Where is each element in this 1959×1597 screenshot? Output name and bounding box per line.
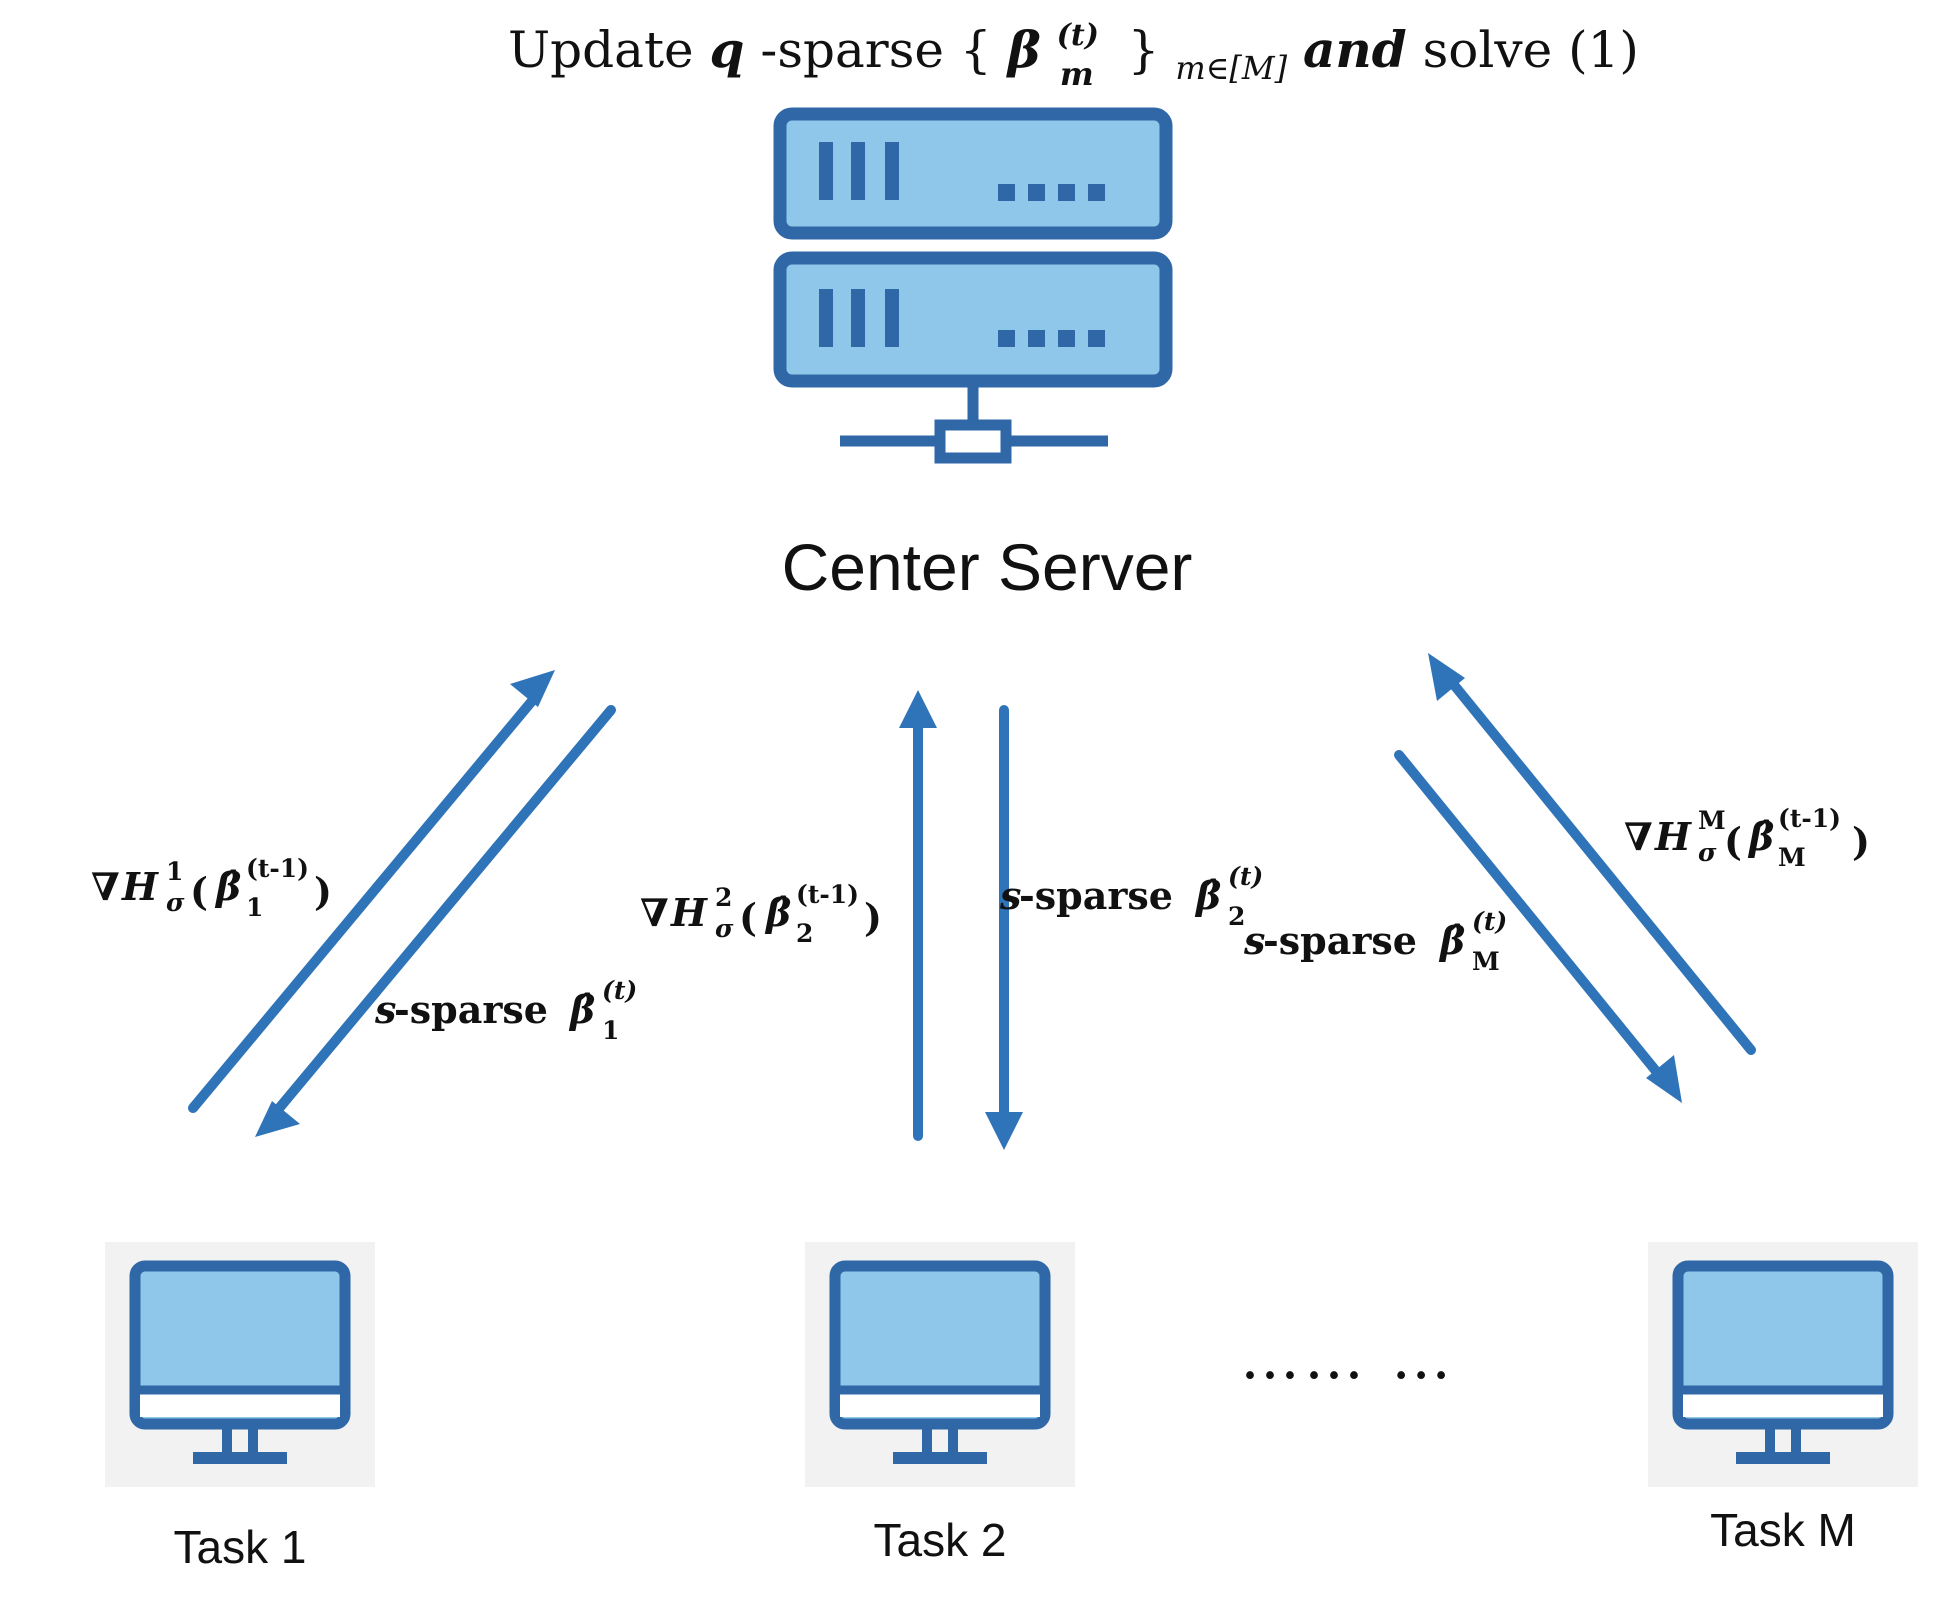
- grad2-close: ): [864, 895, 882, 940]
- grad2-sup: 2: [715, 883, 732, 912]
- gradM-beta: β̂: [1747, 814, 1774, 859]
- gradM-label: ∇ H M σ ( β̂ (t-1) M ): [1624, 804, 1870, 872]
- title-middle: -sparse {: [760, 21, 991, 79]
- gradM-nabla: ∇: [1624, 814, 1653, 859]
- title-and: and: [1303, 20, 1407, 79]
- grad1-close: ): [314, 869, 332, 914]
- task2-arrows: [899, 690, 1023, 1150]
- ellipsis-label: …… …: [1240, 1323, 1455, 1393]
- grad2-h: H: [670, 890, 708, 935]
- sparseM-s: s: [1243, 918, 1265, 963]
- grad1-sub: σ: [166, 888, 185, 917]
- taskM-arrows: [1394, 653, 1756, 1103]
- sparse2-sub: 2: [1228, 902, 1245, 931]
- gradM-h: H: [1654, 814, 1692, 859]
- server-icon: [773, 107, 1173, 464]
- grad1-nabla: ∇: [91, 864, 120, 909]
- grad2-beta-sup: (t-1): [796, 880, 859, 909]
- task-m-label: Task M: [1710, 1504, 1856, 1556]
- sparse1-sub: 1: [602, 1016, 619, 1045]
- grad2-beta: β̂: [764, 890, 791, 935]
- title-beta: β: [1006, 20, 1041, 79]
- task2-monitor-icon: [805, 1242, 1075, 1487]
- sparse2-s: s: [999, 873, 1021, 918]
- grad1-label: ∇ H 1 σ ( β̂ (t-1) 1 ): [91, 854, 332, 922]
- grad2-nabla: ∇: [640, 890, 669, 935]
- gradM-sub: σ: [1698, 838, 1717, 867]
- center-server-label: Center Server: [782, 530, 1193, 604]
- sparse1-label: s -sparse β̂ (t) 1: [374, 976, 637, 1045]
- gradM-beta-sub: M: [1778, 843, 1806, 872]
- grad1-beta-sub: 1: [246, 893, 263, 922]
- title-suffix: solve (1): [1423, 21, 1639, 79]
- sparse2-text: -sparse: [1019, 873, 1173, 918]
- gradM-beta-sup: (t-1): [1778, 804, 1841, 833]
- sparse1-s: s: [374, 987, 396, 1032]
- sparseM-sub: M: [1472, 947, 1500, 976]
- taskM-monitor-icon: [1648, 1242, 1918, 1487]
- title-set-sub: m∈[M]: [1175, 49, 1287, 87]
- grad1-beta: β̂: [214, 864, 241, 909]
- sparseM-text: -sparse: [1263, 918, 1417, 963]
- grad1-sup: 1: [166, 857, 183, 886]
- grad2-beta-sub: 2: [796, 919, 813, 948]
- sparseM-sup: (t): [1472, 907, 1507, 936]
- grad2-label: ∇ H 2 σ ( β̂ (t-1) 2 ): [640, 880, 882, 948]
- gradM-sup: M: [1698, 806, 1726, 835]
- task-1-label: Task 1: [174, 1521, 307, 1573]
- sparse1-text: -sparse: [394, 987, 548, 1032]
- sparse1-beta: β̂: [568, 987, 595, 1032]
- task-2-label: Task 2: [874, 1514, 1007, 1566]
- grad2-sub: σ: [715, 914, 734, 943]
- diagram-title: Update q -sparse { β (t) m } m∈[M] and s…: [508, 0, 1639, 97]
- title-q: q: [710, 20, 745, 79]
- title-beta-sub: m: [1060, 55, 1094, 93]
- sparse2-label: s -sparse β̂ (t) 2: [999, 862, 1263, 931]
- sparse1-sup: (t): [602, 976, 637, 1005]
- title-prefix: Update: [508, 21, 710, 79]
- gradM-close: ): [1852, 819, 1870, 864]
- grad1-open: (: [190, 869, 208, 914]
- title-set-close: }: [1128, 21, 1160, 79]
- title-beta-sup: (t): [1057, 18, 1099, 53]
- sparse2-sup: (t): [1228, 862, 1263, 891]
- sparse2-beta: β̂: [1194, 873, 1221, 918]
- task1-monitor-icon: [105, 1242, 375, 1487]
- sparseM-label: s -sparse β̂ (t) M: [1243, 907, 1507, 976]
- gradM-open: (: [1724, 819, 1742, 864]
- grad2-open: (: [739, 895, 757, 940]
- grad1-beta-sup: (t-1): [246, 854, 309, 883]
- sparseM-beta: β̂: [1438, 918, 1465, 963]
- task1-arrows: [188, 670, 616, 1137]
- grad1-h: H: [121, 864, 159, 909]
